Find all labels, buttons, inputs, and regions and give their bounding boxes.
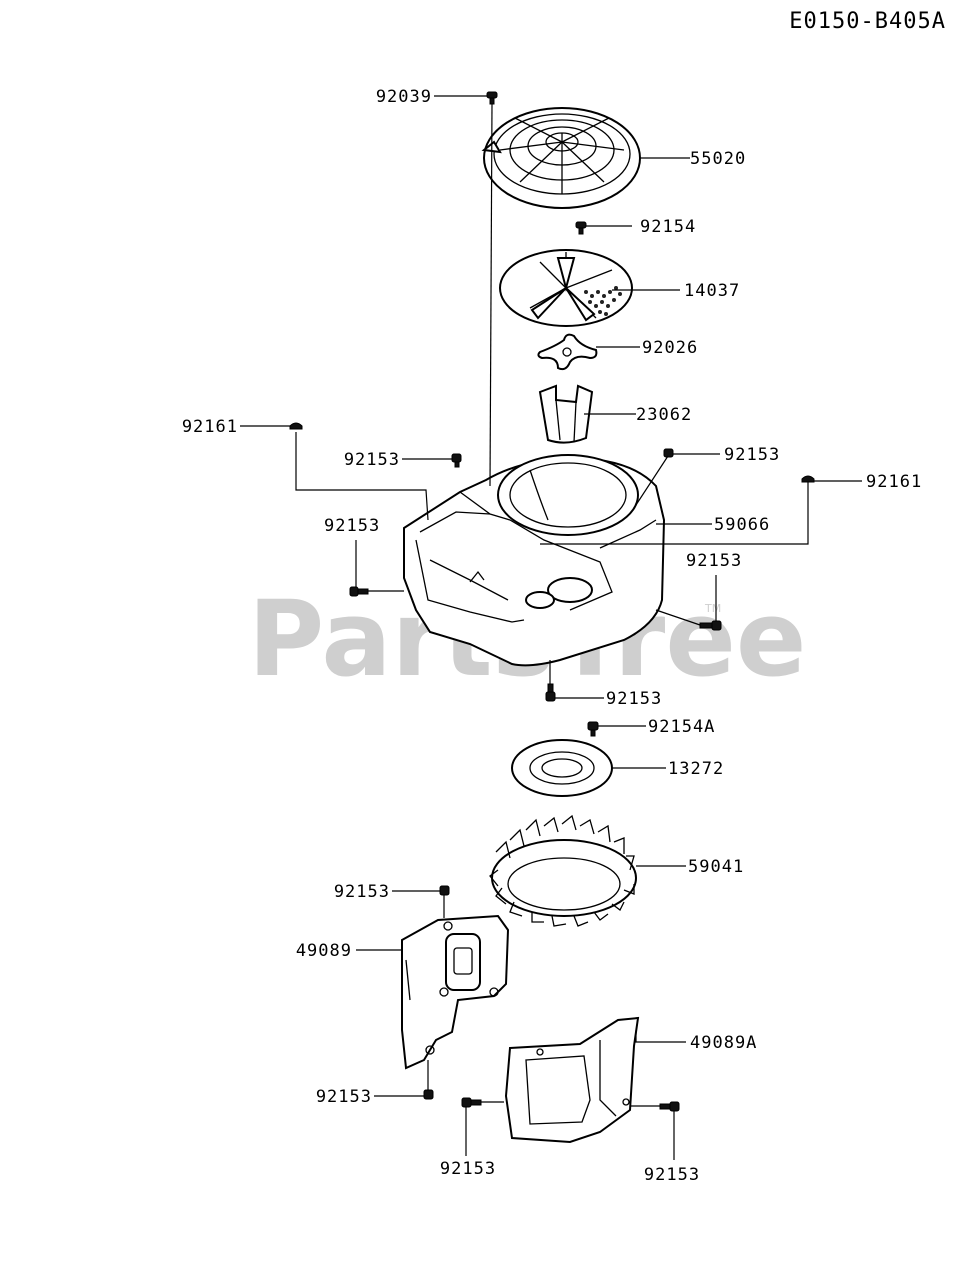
bolt-92153-top-left-drawing (451, 453, 462, 468)
part-label-92154[interactable]: 92154 (640, 217, 696, 237)
part-label-92153-shroud-bottom[interactable]: 92153 (316, 1087, 372, 1107)
part-label-13272[interactable]: 13272 (668, 759, 724, 779)
bolt-92153-shroudA-left-drawing (461, 1097, 482, 1108)
part-label-92153-shroudA-right[interactable]: 92153 (644, 1165, 700, 1185)
bolt-92153-top-right-drawing (663, 448, 674, 458)
part-label-49089[interactable]: 49089 (296, 941, 352, 961)
part-label-92153-top-left[interactable]: 92153 (344, 450, 400, 470)
leader-lines (240, 95, 862, 1160)
part-label-92153-top-right[interactable]: 92153 (724, 445, 780, 465)
part-label-23062[interactable]: 23062 (636, 405, 692, 425)
part-label-92153-bottom[interactable]: 92153 (606, 689, 662, 709)
guide-23062-drawing (538, 384, 594, 444)
shroud-49089A-drawing (504, 1016, 640, 1144)
part-label-59041[interactable]: 59041 (688, 857, 744, 877)
bolt-92153-shroud-bottom-drawing (423, 1089, 434, 1100)
bolt-92153-side-right-drawing (699, 620, 722, 631)
part-label-92161-left[interactable]: 92161 (182, 417, 238, 437)
bolt-92154A-drawing (587, 721, 599, 737)
part-label-92154A[interactable]: 92154A (648, 717, 715, 737)
cap-92161-left-drawing (289, 422, 303, 430)
plate-14037-drawing (499, 249, 633, 327)
cap-92161-right-drawing (801, 475, 815, 483)
plate-13272-drawing (511, 739, 613, 797)
diagram-code: E0150-B405A (789, 9, 946, 34)
bolt-92153-shroudA-right-drawing (659, 1101, 680, 1112)
part-label-92153-shroudA-left[interactable]: 92153 (440, 1159, 496, 1179)
part-label-92153-side-left[interactable]: 92153 (324, 516, 380, 536)
bolt-92153-shroud-top-drawing (439, 885, 450, 896)
part-label-92153-side-right[interactable]: 92153 (686, 551, 742, 571)
watermark-tm: TM (704, 602, 721, 615)
fan-59041-drawing (489, 814, 637, 927)
part-label-92026[interactable]: 92026 (642, 338, 698, 358)
part-label-55020[interactable]: 55020 (690, 149, 746, 169)
part-label-49089A[interactable]: 49089A (690, 1033, 757, 1053)
screen-55020-drawing (481, 107, 641, 209)
screw-92039-drawing (486, 91, 498, 105)
part-label-92161-right[interactable]: 92161 (866, 472, 922, 492)
part-label-92039[interactable]: 92039 (376, 87, 432, 107)
washer-92026-drawing (537, 333, 598, 371)
bolt-92154-drawing (575, 221, 587, 235)
part-label-59066[interactable]: 59066 (714, 515, 770, 535)
shroud-49089-drawing (401, 914, 510, 1070)
part-label-92153-shroud-top[interactable]: 92153 (334, 882, 390, 902)
housing-59066-drawing (403, 454, 666, 667)
part-label-14037[interactable]: 14037 (684, 281, 740, 301)
